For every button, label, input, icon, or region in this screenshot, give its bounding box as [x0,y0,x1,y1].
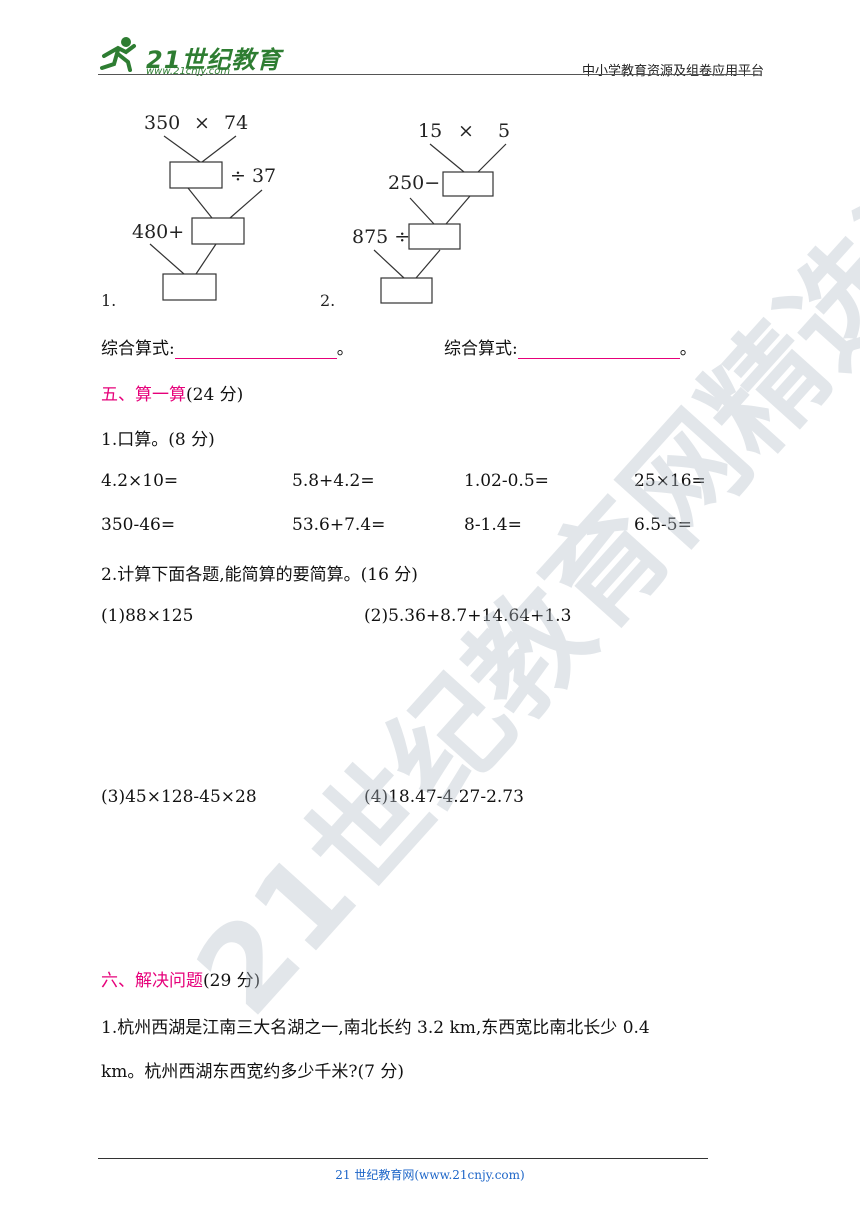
formula-label: 综合算式: [101,339,175,359]
tree2-box-3[interactable] [380,277,433,304]
q2-title: 2.计算下面各题,能简算的要简算。(16 分) [101,565,418,585]
section-5-title: 五、算一算 [101,385,186,405]
calc-item: (1)88×125 [101,606,194,626]
tree2-box-1[interactable] [442,171,494,197]
tree2-top-left: 15 [418,120,442,142]
oral-item: 8-1.4= [464,515,522,535]
oral-item: 4.2×10= [101,471,179,491]
tree2-line [477,143,507,173]
tree1-line [201,135,237,163]
footer-link[interactable]: 21 世纪教育网(www.21cnjy.com) [335,1168,525,1182]
tree-2: 15 × 5 250− 875 ÷ 2. [320,120,510,310]
tree2-line [429,143,465,173]
problem-1-line-1: 1.杭州西湖是江南三大名湖之一,南北长约 3.2 km,东西宽比南北长少 0.4 [101,1018,650,1038]
tree1-box-3[interactable] [162,273,217,301]
section-6-score: (29 分) [203,971,261,991]
tree1-line [149,243,185,275]
oral-item: 6.5-5= [634,515,692,535]
tree1-line [195,243,217,275]
tree2-top-op: × [458,120,474,142]
section-6-title: 六、解决问题 [101,971,203,991]
runner-logo-icon [100,37,136,72]
tree1-top-right: 74 [224,112,248,134]
logo-url: www.21cnjy.com [146,66,231,77]
logo-text: 21世纪教育 [146,46,282,74]
formula-answer-blank[interactable] [174,340,337,359]
section-5-heading: 五、算一算(24 分) [101,380,243,405]
oral-item: 1.02-0.5= [464,471,549,491]
calc-item: (3)45×128-45×28 [101,787,257,807]
tree2-line [445,195,471,225]
tree2-top-right: 5 [498,120,510,142]
oral-item: 25×16= [634,471,706,491]
footer-divider [98,1158,708,1159]
section-6-heading: 六、解决问题(29 分) [101,966,260,991]
formula-line-2: 综合算式: 。 [444,334,697,359]
tree1-line [187,187,213,219]
tree2-box-2[interactable] [408,223,461,250]
calculation-trees: 350 × 74 ÷ 37 480+ 1. 15 × 5 250− 875 ÷ … [101,112,510,310]
formula-answer-blank[interactable] [517,340,680,359]
formula-line-1: 综合算式: 。 [101,334,354,359]
calc-item: (4)18.47-4.27-2.73 [364,787,524,807]
header-platform-text: 中小学教育资源及组卷应用平台 [582,64,765,79]
tree1-top-left: 350 [144,112,180,134]
tree1-line [163,135,201,163]
oral-item: 5.8+4.2= [292,471,375,491]
tree2-low-op: 875 ÷ [352,226,410,248]
header-divider [98,74,758,75]
formula-end: 。 [679,339,697,359]
tree1-mid-op: ÷ 37 [230,165,276,187]
q1-title: 1.口算。(8 分) [101,430,215,450]
oral-item: 53.6+7.4= [292,515,386,535]
oral-item: 350-46= [101,515,176,535]
problem-1-line-2: km。杭州西湖东西宽约多少千米?(7 分) [101,1062,405,1082]
tree1-low-op: 480+ [132,221,184,243]
logo [96,36,142,72]
calc-item: (2)5.36+8.7+14.64+1.3 [364,606,572,626]
section-5-score: (24 分) [186,385,244,405]
tree1-top-op: × [194,112,210,134]
tree1-number: 1. [101,291,116,310]
tree1-box-2[interactable] [191,217,245,245]
tree1-box-1[interactable] [169,161,223,189]
tree2-number: 2. [320,291,335,310]
tree1-line [229,189,263,219]
tree-1: 350 × 74 ÷ 37 480+ 1. [101,112,276,310]
tree2-line [415,249,441,279]
tree2-mid-op: 250− [388,172,440,194]
tree2-line [409,197,435,225]
formula-label: 综合算式: [444,339,518,359]
tree2-line [373,249,405,279]
formula-end: 。 [336,339,354,359]
